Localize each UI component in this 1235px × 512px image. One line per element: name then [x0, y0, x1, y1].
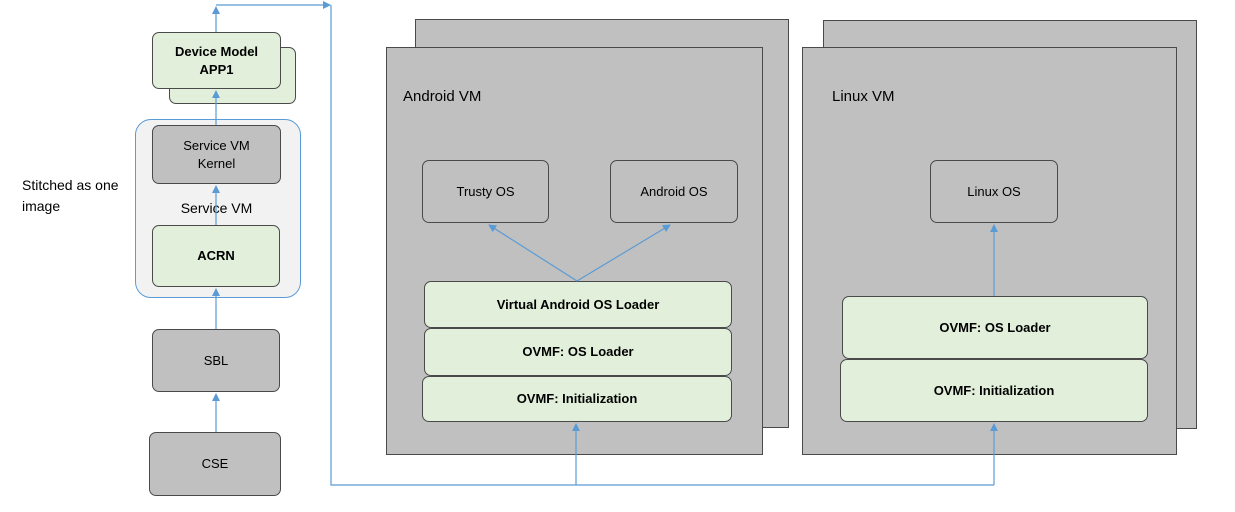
acrn-box: ACRN — [152, 225, 280, 287]
linux-ovmf-os-loader-box: OVMF: OS Loader — [842, 296, 1148, 359]
android-os-box: Android OS — [610, 160, 738, 223]
linux-ovmf-initialization-box: OVMF: Initialization — [840, 359, 1148, 422]
service-vm-kernel-line1: Service VM — [183, 137, 250, 153]
cse-box: CSE — [149, 432, 281, 496]
service-vm-kernel-box: Service VM Kernel — [152, 125, 281, 184]
trusty-os-box: Trusty OS — [422, 160, 549, 223]
service-vm-kernel-line2: Kernel — [197, 155, 236, 171]
device-model-box: Device Model APP1 — [152, 32, 281, 89]
device-model-line2: APP1 — [199, 61, 234, 77]
arrow-loader-to-trusty — [488, 224, 578, 282]
stitched-note: Stitched as one image — [22, 177, 119, 214]
android-ovmf-initialization-box: OVMF: Initialization — [422, 376, 732, 422]
virtual-android-os-loader-box: Virtual Android OS Loader — [424, 281, 732, 328]
android-vm-title: Android VM — [403, 88, 482, 105]
arrow-loader-to-android-os — [576, 224, 671, 282]
android-ovmf-os-loader-box: OVMF: OS Loader — [424, 328, 732, 376]
linux-os-box: Linux OS — [930, 160, 1058, 223]
linux-vm-title: Linux VM — [832, 88, 895, 105]
device-model-line1: Device Model — [174, 43, 259, 59]
sbl-box: SBL — [152, 329, 280, 392]
vm-launch-bus — [330, 5, 994, 486]
